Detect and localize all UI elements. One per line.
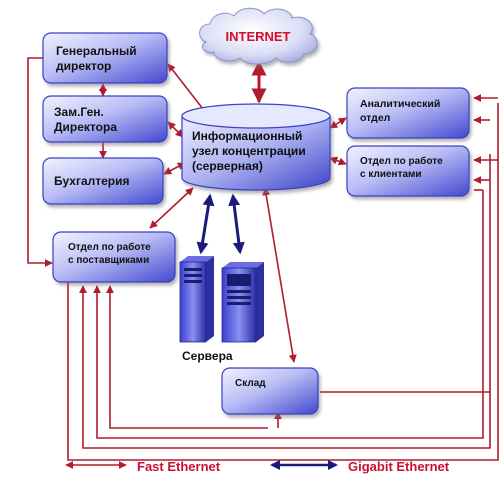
warehouse-label: Склад	[235, 378, 266, 389]
hub-line2: узел концентрации	[192, 144, 306, 158]
servers-label: Сервера	[182, 349, 233, 363]
clients-line2: с клиентами	[360, 169, 422, 180]
svg-text:Отдел по работе с клиент: Отдел по работе с клиентами	[360, 155, 445, 180]
internet-cloud: INTERNET	[199, 7, 318, 65]
svg-text:Генеральный директор: Генеральный директор	[56, 44, 140, 73]
warehouse-feed-2	[106, 285, 268, 429]
link-hub-clients	[329, 156, 347, 166]
svg-text:Отдел по работе с постав: Отдел по работе с поставщиками	[68, 241, 153, 266]
server-tower-1-icon	[179, 256, 214, 343]
node-director: Генеральный директор	[42, 32, 168, 84]
node-analytics: Аналитический отдел	[346, 87, 470, 139]
suppliers-line1: Отдел по работе	[68, 241, 151, 253]
link-deputy-hub	[167, 121, 184, 138]
director-line1: Генеральный	[56, 44, 137, 58]
internet-label: INTERNET	[226, 29, 291, 44]
suppliers-line2: с поставщиками	[68, 255, 149, 266]
link-hub-server-1	[196, 193, 215, 255]
link-hub-warehouse	[262, 187, 297, 363]
hub-line1: Информационный	[192, 129, 302, 143]
servers: Сервера	[179, 256, 264, 363]
node-accounting: Бухгалтерия	[42, 157, 164, 205]
legend-fast-label: Fast Ethernet	[137, 459, 221, 474]
legend: Fast Ethernet Gigabit Ethernet	[65, 459, 450, 474]
link-hub-analytics	[329, 117, 347, 129]
deputy-line2: Директора	[54, 120, 117, 134]
node-clients: Отдел по работе с клиентами	[346, 145, 470, 197]
analytics-line2: отдел	[360, 112, 390, 124]
link-suppliers-hub	[149, 187, 194, 229]
svg-text:Информационный узел конц: Информационный узел концентрации (сервер…	[192, 129, 309, 173]
analytics-line1: Аналитический	[360, 98, 440, 110]
node-hub: Информационный узел концентрации (сервер…	[181, 103, 331, 191]
svg-text:Аналитический отдел: Аналитический отдел	[360, 98, 443, 124]
director-line2: директор	[56, 59, 111, 73]
deputy-line1: Зам.Ген.	[54, 105, 104, 119]
node-suppliers: Отдел по работе с поставщиками	[52, 231, 176, 283]
server-tower-2-icon	[221, 262, 264, 343]
accounting-label: Бухгалтерия	[54, 174, 130, 188]
clients-line1: Отдел по работе	[360, 155, 443, 167]
fast-ethernet-links	[27, 57, 499, 461]
node-warehouse: Склад	[221, 367, 319, 415]
node-deputy: Зам.Ген. Директора	[42, 95, 168, 143]
cloud-shape	[199, 7, 318, 65]
bottom-bus-line-1	[93, 190, 484, 439]
gigabit-ethernet-links	[196, 193, 245, 255]
hub-line3: (серверная)	[192, 159, 263, 173]
legend-gigabit-label: Gigabit Ethernet	[348, 459, 450, 474]
left-bus-line	[27, 57, 53, 267]
right-bus-line-mid	[79, 154, 491, 449]
svg-text:Зам.Ген. Директора: Зам.Ген. Директора	[54, 105, 117, 134]
link-hub-server-2	[228, 193, 245, 255]
